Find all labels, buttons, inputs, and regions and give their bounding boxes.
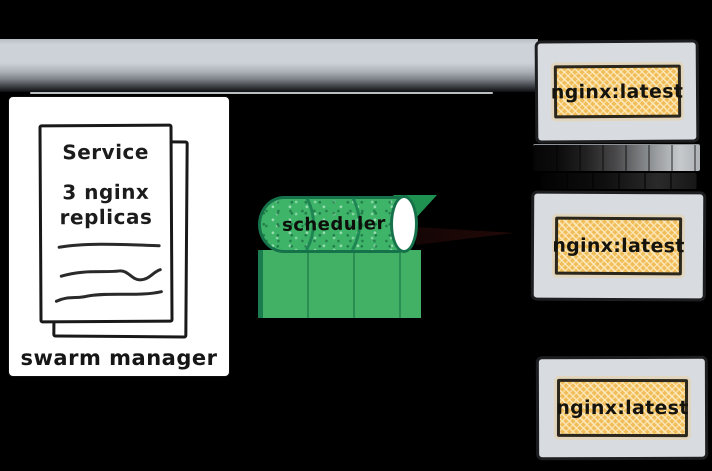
container-image-box: nginx:latest <box>550 64 684 119</box>
service-doc-title: Service <box>62 139 150 165</box>
container-image-label: nginx:latest <box>552 234 685 258</box>
scheduler-cylinder-end-cap-icon <box>390 195 418 253</box>
container-image-box: nginx:latest <box>555 378 689 438</box>
scheduler-cylinder: scheduler <box>258 196 410 253</box>
fading-node-shadow-bar <box>540 173 697 189</box>
scheduler-to-node-arrow-icon <box>416 227 514 245</box>
container-image-box: nginx:latest <box>552 216 685 276</box>
manager-node-connector-bar <box>0 39 538 92</box>
service-doc-page: Service 3 nginx replicas <box>38 123 174 324</box>
scheduler-base-slab <box>258 250 421 318</box>
cylinder-segment-arcs-icon <box>305 198 361 250</box>
container-image-label: nginx:latest <box>550 80 684 103</box>
worker-node-3: nginx:latest <box>535 355 709 461</box>
fading-node-bar <box>533 144 700 171</box>
doc-scribble-lines-icon <box>54 242 163 303</box>
container-image-label: nginx:latest <box>555 396 689 420</box>
worker-node-1: nginx:latest <box>534 39 700 144</box>
worker-node-2: nginx:latest <box>530 190 707 302</box>
service-doc-line: 3 nginx <box>62 179 150 205</box>
connector-bar-highlight <box>30 92 493 94</box>
swarm-manager-caption: swarm manager <box>20 346 218 370</box>
service-doc-line: replicas <box>59 204 153 230</box>
swarm-manager-panel: Service 3 nginx replicas swarm manager <box>8 96 230 377</box>
scheduler-label: scheduler <box>281 213 387 236</box>
